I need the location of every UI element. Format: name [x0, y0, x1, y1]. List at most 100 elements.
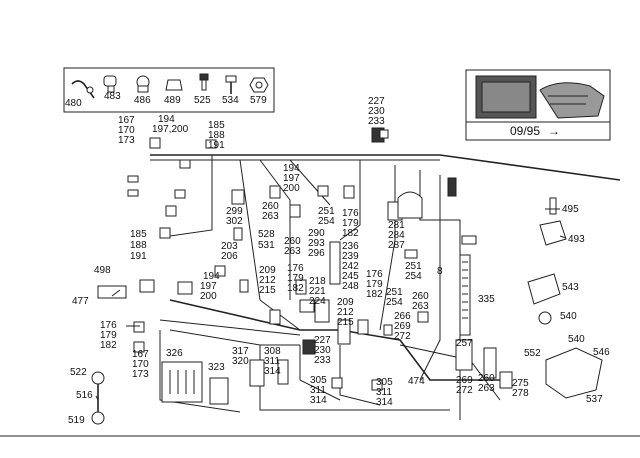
part-label: 230	[368, 106, 385, 117]
part-label: 260	[412, 291, 429, 302]
part-label: 531	[258, 240, 275, 251]
mount-537	[545, 347, 603, 399]
part-label: 275	[512, 378, 529, 389]
part-label: 200	[200, 291, 217, 302]
legend-item-483: 483	[104, 91, 121, 102]
harness-clip-icon	[71, 80, 95, 99]
part-label: 263	[284, 246, 301, 257]
part-label: 263	[262, 211, 279, 222]
bracket-493	[539, 220, 567, 246]
part-label: 215	[337, 317, 354, 328]
part-label: 254	[386, 297, 403, 308]
part-label: 278	[512, 388, 529, 399]
legend-item-489: 489	[164, 95, 181, 106]
part-label: 522	[70, 367, 87, 378]
part-label: 167	[132, 349, 149, 360]
part-label: 305	[310, 375, 327, 386]
leader-lines	[95, 208, 567, 401]
connectors	[91, 127, 603, 425]
part-label: 221	[309, 286, 326, 297]
part-label: 474	[408, 376, 425, 387]
part-label: 203	[221, 241, 238, 252]
part-label: 552	[524, 348, 541, 359]
part-label: 248	[342, 281, 359, 292]
part-label: 179	[100, 330, 117, 341]
part-label: 311	[310, 385, 326, 396]
part-label: 194	[283, 163, 300, 174]
screw-icon	[225, 75, 237, 94]
part-label: 200	[283, 183, 300, 194]
part-label: 323	[208, 362, 225, 373]
part-label: 311	[264, 356, 280, 367]
part-label: 516	[76, 390, 93, 401]
part-label: 260	[262, 201, 279, 212]
part-label: 242	[342, 261, 359, 272]
part-label: 311	[376, 387, 392, 398]
sensor-477	[97, 285, 127, 299]
grommet-icon	[103, 75, 117, 93]
part-label: 245	[342, 271, 359, 282]
part-label: 182	[287, 283, 304, 294]
part-label: 314	[264, 366, 281, 377]
part-label: 251	[405, 261, 422, 272]
legend-item-525: 525	[194, 95, 211, 106]
part-label: 191	[208, 140, 225, 151]
part-label: 185	[130, 229, 147, 240]
part-label: 206	[221, 251, 238, 262]
part-label: 236	[342, 241, 359, 252]
part-label: 227	[368, 96, 385, 107]
bracket-543	[527, 273, 561, 305]
part-label: 173	[132, 369, 149, 380]
part-label: 302	[226, 216, 243, 227]
part-label: 197,200	[152, 124, 189, 135]
part-label: 179	[366, 279, 383, 290]
screw-495	[549, 197, 557, 215]
part-label: 546	[593, 347, 610, 358]
module-326	[161, 361, 203, 403]
part-label: 320	[232, 356, 249, 367]
part-label: 173	[118, 135, 135, 146]
part-label: 233	[368, 116, 385, 127]
part-label: 335	[478, 294, 495, 305]
part-label: 167	[118, 115, 135, 126]
part-label: 176	[100, 320, 117, 331]
part-label: 194	[203, 271, 220, 282]
part-label: 543	[562, 282, 579, 293]
part-label: 179	[287, 273, 304, 284]
part-label: 197	[200, 281, 217, 292]
part-label: 263	[478, 383, 495, 394]
part-label: 251	[318, 206, 335, 217]
part-label: 212	[337, 307, 354, 318]
part-label: 314	[376, 397, 393, 408]
part-label: 182	[366, 289, 383, 300]
legend-item-534: 534	[222, 95, 239, 106]
part-label: 263	[412, 301, 429, 312]
part-label: 254	[318, 216, 335, 227]
part-label: 209	[259, 265, 276, 276]
part-label: 299	[226, 206, 243, 217]
part-label: 540	[568, 334, 585, 345]
part-label: 176	[342, 208, 359, 219]
inset-arrow-icon: →	[548, 124, 560, 138]
part-label: 176	[366, 269, 383, 280]
part-label: 540	[560, 311, 577, 322]
legend-item-579: 579	[250, 95, 267, 106]
part-label: 215	[259, 285, 276, 296]
part-label: 272	[394, 331, 411, 342]
part-label: 182	[100, 340, 117, 351]
part-label: 176	[287, 263, 304, 274]
part-label: 218	[309, 276, 326, 287]
part-label: 305	[376, 377, 393, 388]
part-label: 224	[309, 296, 326, 307]
part-label: 493	[568, 234, 585, 245]
part-label: 212	[259, 275, 276, 286]
part-label: 233	[314, 355, 331, 366]
part-label: 194	[158, 114, 175, 125]
engine-inset: 09/95 →	[465, 69, 611, 141]
engine-illustration	[475, 75, 605, 119]
part-label: 296	[308, 248, 325, 259]
part-label: 209	[337, 297, 354, 308]
part-label: 257	[456, 338, 473, 349]
part-label: 290	[308, 228, 325, 239]
